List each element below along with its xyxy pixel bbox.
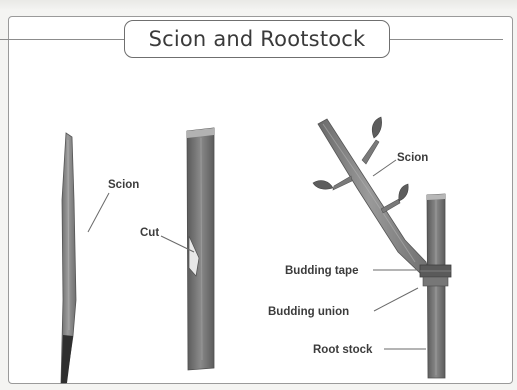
budding-union-leader [374, 288, 418, 311]
scion-right-label: Scion [397, 152, 428, 164]
root-stock-label: Root stock [313, 344, 373, 356]
budding-tape [420, 265, 451, 286]
leaf-icon [313, 181, 333, 190]
cut-label: Cut [140, 227, 159, 239]
budding-tape-label: Budding tape [285, 265, 358, 277]
leaf-icon [399, 184, 408, 201]
leaf-icon [372, 117, 381, 138]
scion-right-leader [373, 160, 396, 176]
scion-branch [318, 119, 430, 276]
rootstock-with-cut [187, 128, 214, 370]
scion-wedge [61, 133, 76, 383]
budding-union-label: Budding union [268, 306, 349, 318]
scion-left-label: Scion [108, 179, 139, 191]
scion-left-leader [88, 193, 109, 232]
